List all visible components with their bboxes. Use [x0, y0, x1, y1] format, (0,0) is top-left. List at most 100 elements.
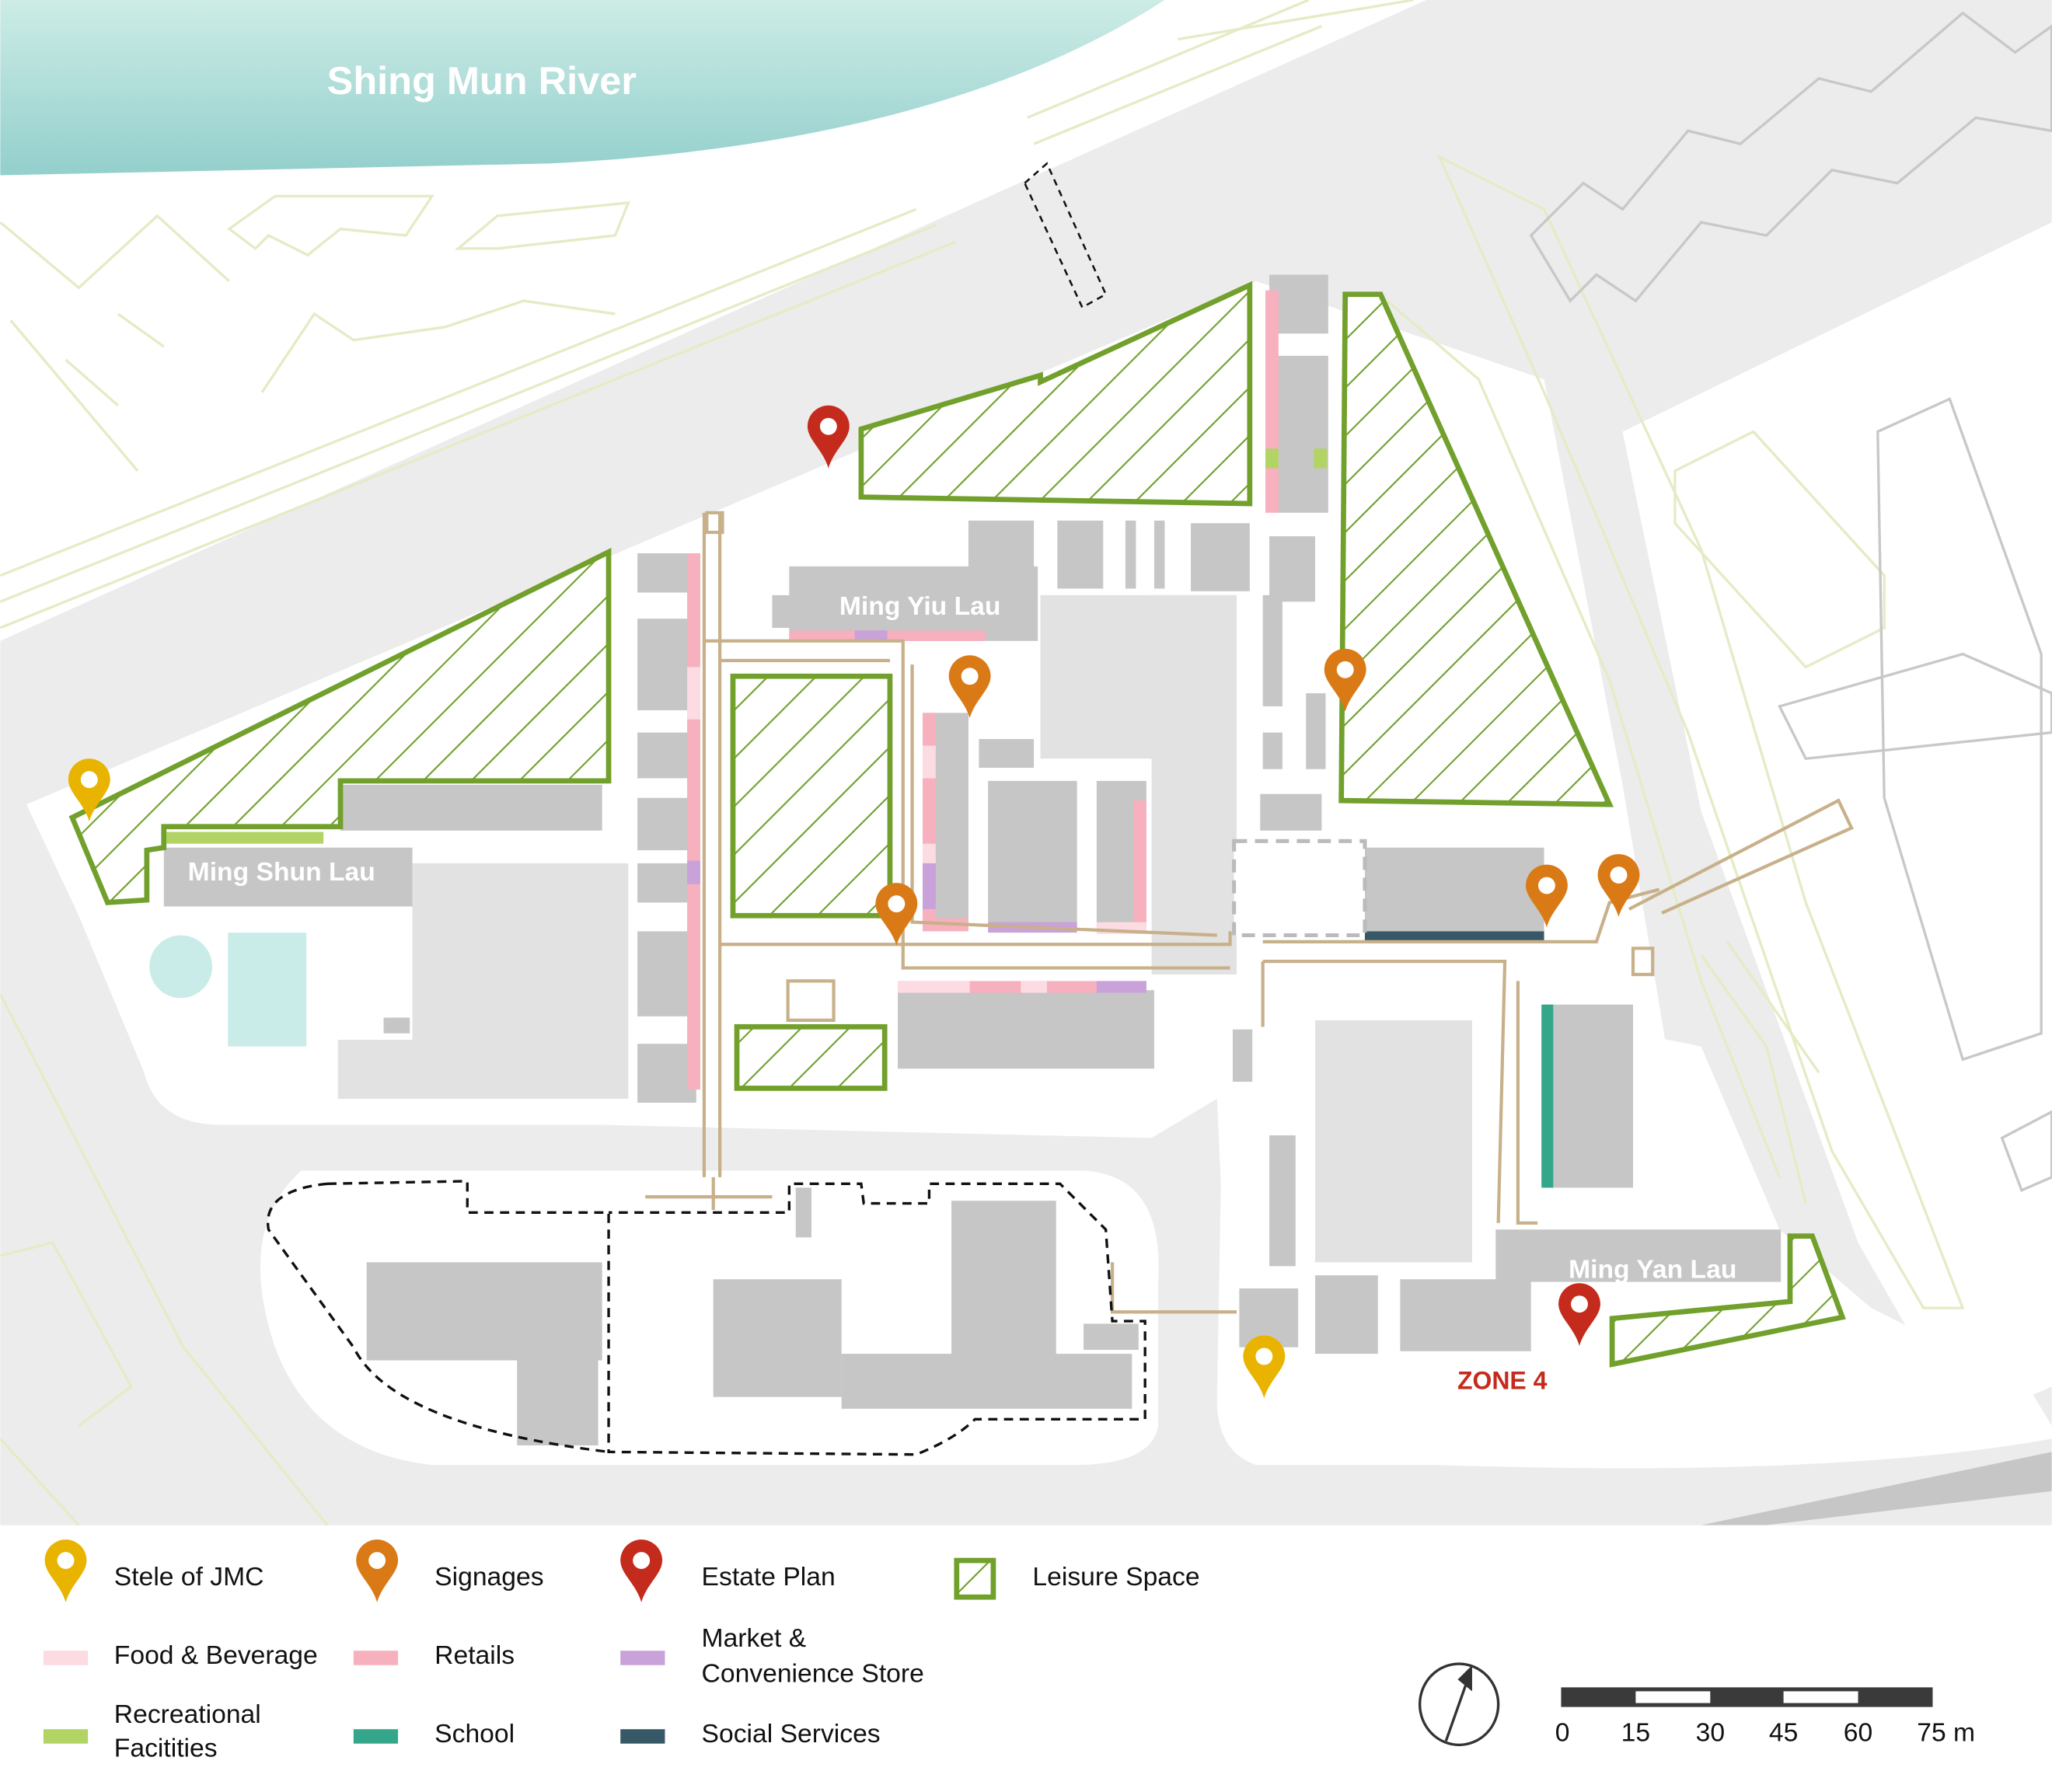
retail-swatch-icon [353, 1651, 399, 1665]
dashed-plaza [1232, 838, 1367, 938]
facility-strip [854, 630, 888, 641]
north-arrow-icon [1418, 1662, 1500, 1747]
building [951, 1201, 1056, 1372]
legend-label-recreation-2: Facitities [114, 1734, 218, 1763]
facility-strip [687, 860, 700, 884]
legend-label-school: School [434, 1720, 515, 1748]
school-swatch-icon [353, 1729, 399, 1744]
building [1276, 355, 1328, 513]
building [1153, 520, 1165, 589]
building [366, 1262, 602, 1361]
light-footprint [1314, 1020, 1472, 1263]
building [1544, 1004, 1634, 1188]
building [1269, 274, 1328, 334]
building [1495, 1229, 1782, 1282]
facility-strip [1096, 981, 1146, 993]
building [968, 520, 1035, 574]
facility-strip [923, 843, 936, 863]
facility-strip [923, 863, 936, 909]
building-label-ming-shun-lau: Ming Shun Lau [188, 858, 375, 887]
social-swatch-icon [620, 1729, 665, 1744]
facility-strip [1133, 800, 1146, 926]
legend-label-leisure: Leisure Space [1032, 1563, 1199, 1592]
facility-strip [1541, 1004, 1554, 1188]
zone-boundary [266, 1180, 1146, 1456]
building [637, 863, 696, 903]
facility-strip [166, 832, 324, 844]
building [1269, 536, 1315, 602]
building [713, 1279, 842, 1397]
scale-tick-45: 45 [1769, 1718, 1798, 1747]
building [1400, 1279, 1531, 1351]
building [1364, 847, 1544, 937]
legend-label-retails: Retails [434, 1641, 515, 1670]
facility-strip [1021, 981, 1047, 993]
scale-tick-15: 15 [1621, 1718, 1650, 1747]
building [898, 990, 1154, 1069]
light-footprint [412, 863, 629, 1099]
facility-strip [1265, 448, 1279, 469]
light-footprints [337, 594, 1472, 1263]
facility-strip [687, 667, 700, 720]
facility-strips [166, 290, 1554, 1188]
building [1306, 693, 1326, 769]
building [637, 797, 696, 851]
scale-tick-0: 0 [1555, 1718, 1570, 1747]
facility-strip [1265, 290, 1279, 513]
building [772, 594, 811, 628]
building [637, 553, 696, 593]
light-footprint [1151, 594, 1237, 974]
zone-label: ZONE 4 [1457, 1367, 1548, 1395]
building [795, 1187, 811, 1238]
facility-strip [687, 553, 700, 1090]
building [979, 739, 1035, 769]
building [517, 1347, 598, 1445]
market-swatch-icon [620, 1651, 665, 1665]
scale-tick-60: 60 [1844, 1718, 1872, 1747]
building [637, 619, 696, 710]
building [1084, 1323, 1139, 1351]
scale-tick-75: 75 m [1917, 1718, 1975, 1747]
signage-pin-icon [356, 1539, 399, 1602]
building [1314, 1275, 1378, 1354]
building [340, 784, 602, 831]
legend-label-market-1: Market & [702, 1624, 807, 1653]
legend-label-recreation-1: Recreational [114, 1700, 261, 1729]
building [1262, 732, 1282, 769]
building [1057, 520, 1104, 589]
building [637, 732, 696, 779]
building [789, 566, 1038, 641]
recreation-swatch-icon [43, 1729, 89, 1744]
food-swatch-icon [43, 1651, 89, 1665]
facility-strip [898, 981, 970, 993]
legend: Stele of JMC Signages Estate Plan Leisur… [43, 1539, 1200, 1763]
building [1260, 793, 1322, 831]
shing-mun-river [0, 0, 1165, 176]
legend-label-market-2: Convenience Store [702, 1660, 924, 1689]
legend-label-stele: Stele of JMC [114, 1563, 264, 1592]
building [1269, 1135, 1296, 1267]
legend-label-signages: Signages [434, 1563, 543, 1592]
scale-bar: 0 15 30 45 60 75 m [1555, 1687, 1975, 1747]
building [1262, 594, 1282, 706]
facility-strip [1314, 448, 1328, 469]
building-label-ming-yiu-lau: Ming Yiu Lau [839, 592, 1001, 621]
stele-pin-icon [44, 1539, 87, 1602]
buildings [163, 274, 1782, 1445]
building [163, 847, 413, 907]
river-label: Shing Mun River [327, 58, 637, 103]
recreation-court [228, 933, 307, 1047]
leisure-spaces [68, 281, 1846, 1368]
building [637, 1044, 696, 1103]
estate-plan-pin-icon [620, 1539, 663, 1602]
facility-strip [1364, 931, 1544, 942]
building [988, 780, 1077, 928]
legend-label-social: Social Services [702, 1720, 881, 1748]
legend-label-estate-plan: Estate Plan [702, 1563, 836, 1592]
building [1232, 1029, 1253, 1083]
building [1191, 523, 1250, 591]
walkways [645, 511, 1854, 1314]
hatch-swatch-icon [954, 1557, 996, 1600]
light-footprint [337, 1040, 417, 1099]
